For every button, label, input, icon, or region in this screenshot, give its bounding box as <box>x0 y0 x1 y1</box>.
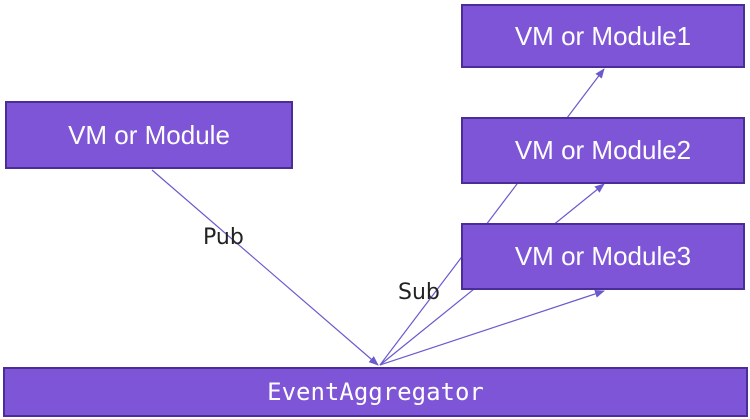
event-aggregator-box: EventAggregator <box>3 367 748 417</box>
publisher-label: VM or Module <box>68 119 230 150</box>
publisher-box: VM or Module <box>5 101 293 169</box>
sub-arrow-module3 <box>379 290 605 366</box>
subscriber-label-3: VM or Module3 <box>514 241 692 271</box>
subscriber-box-1: VM or Module1 <box>461 4 745 68</box>
pub-label: Pub <box>203 225 244 250</box>
subscriber-label-2: VM or Module2 <box>514 135 692 165</box>
subscriber-box-3: VM or Module3 <box>461 223 745 290</box>
pub-arrow <box>151 169 379 366</box>
sub-arrow-module1 <box>379 68 605 366</box>
event-aggregator-label: EventAggregator <box>267 378 484 406</box>
subscriber-box-2: VM or Module2 <box>461 117 745 184</box>
subscriber-label-1: VM or Module1 <box>514 20 692 51</box>
sub-label: Sub <box>398 280 440 305</box>
